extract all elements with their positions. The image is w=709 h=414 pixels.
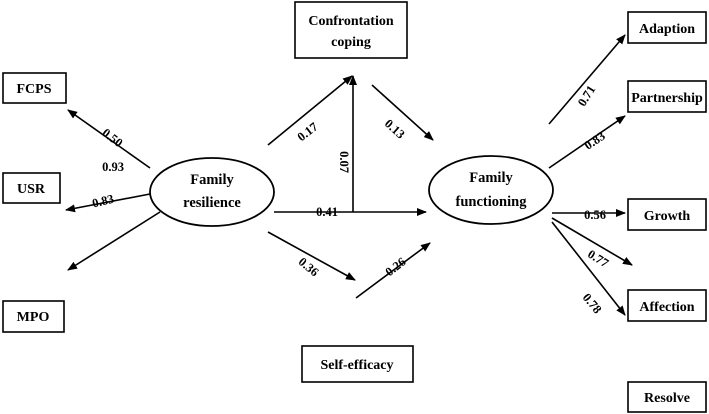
fcps-label: FCPS — [17, 82, 52, 97]
affection-label: Affection — [639, 300, 694, 315]
mpo-box: MPO — [2, 300, 65, 333]
coef-coping-to-ff: 0.13 — [382, 117, 408, 142]
mpo-label: MPO — [17, 310, 50, 325]
coef-partnership: 0.83 — [582, 129, 608, 153]
coef-ff-to-coping: 0.07 — [337, 151, 351, 173]
confrontation-coping-label-1: Confrontation — [308, 14, 394, 29]
growth-label: Growth — [644, 209, 691, 224]
adaption-label: Adaption — [639, 22, 695, 37]
coef-growth: 0.56 — [584, 208, 606, 222]
coef-resolve: 0.78 — [580, 291, 605, 317]
usr-label: USR — [17, 182, 46, 197]
adaption-box: Adaption — [627, 11, 707, 44]
coef-fcps-inner: 0.93 — [102, 160, 124, 174]
self-efficacy-box: Self-efficacy — [301, 345, 414, 383]
arrow-to-fcps — [67, 109, 151, 169]
coef-adaption: 0.71 — [575, 83, 598, 109]
family-resilience-label-2: resilience — [183, 195, 241, 211]
arrow-to-mpo — [67, 211, 161, 271]
coef-fr-to-coping: 0.17 — [295, 120, 321, 144]
family-functioning-label-2: functioning — [456, 194, 528, 210]
resolve-label: Resolve — [644, 391, 690, 406]
family-resilience-label-1: Family — [190, 172, 234, 188]
arrow-to-partnership — [548, 115, 626, 169]
arrow-selfeff-to-ff — [355, 242, 431, 299]
partnership-label: Partnership — [631, 91, 703, 106]
coef-fcps: 0.50 — [100, 126, 126, 150]
family-resilience-oval: Family resilience — [149, 157, 275, 227]
arrow-coping-to-ff — [371, 84, 434, 141]
confrontation-coping-box: Confrontation coping — [294, 1, 408, 59]
affection-box: Affection — [627, 289, 707, 322]
confrontation-coping-label-2: coping — [331, 35, 371, 50]
arrow-to-resolve — [551, 221, 626, 316]
fcps-box: FCPS — [2, 72, 67, 104]
arrow-to-affection — [551, 217, 633, 266]
coef-usr: 0.83 — [91, 192, 116, 211]
arrow-to-usr — [65, 193, 151, 213]
partnership-box: Partnership — [627, 80, 707, 113]
self-efficacy-label: Self-efficacy — [320, 358, 393, 373]
family-functioning-label-1: Family — [469, 170, 513, 186]
usr-box: USR — [2, 172, 61, 204]
coef-fr-to-ff: 0.41 — [316, 205, 338, 219]
arrow-to-adaption — [548, 34, 626, 125]
coef-fr-to-selfeff: 0.36 — [296, 255, 322, 280]
growth-box: Growth — [627, 198, 707, 231]
arrow-fr-to-selfeff — [267, 231, 356, 281]
arrow-fr-to-coping — [267, 75, 353, 146]
resolve-box: Resolve — [627, 381, 707, 413]
family-functioning-oval: Family functioning — [428, 155, 554, 225]
